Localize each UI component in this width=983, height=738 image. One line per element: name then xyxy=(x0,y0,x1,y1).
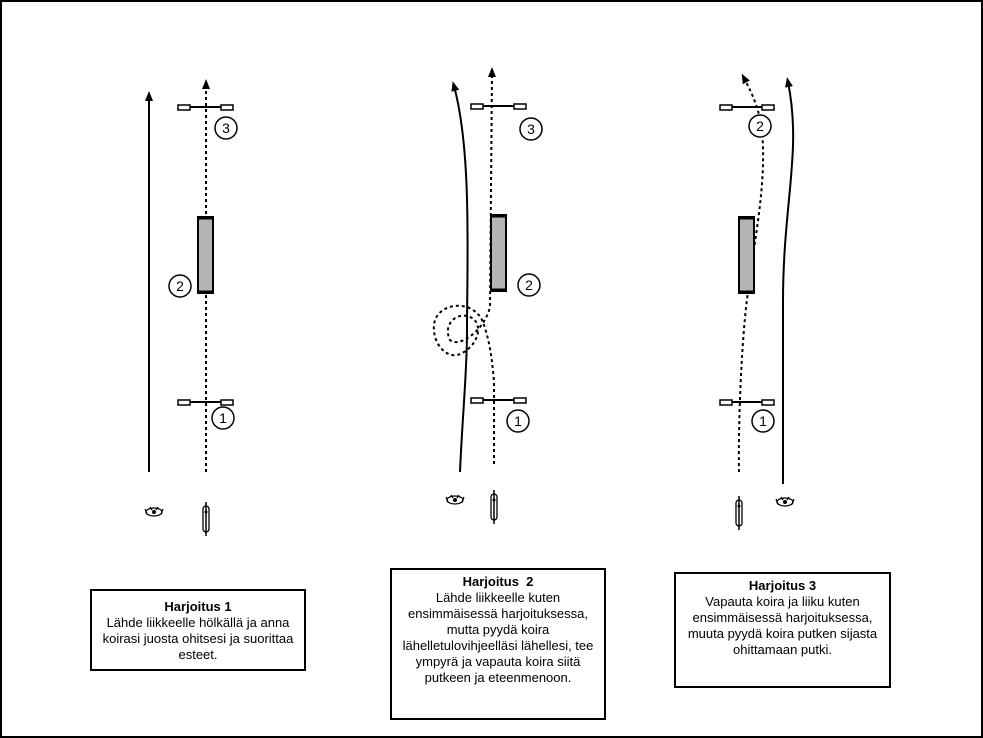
jump-icon xyxy=(177,399,234,406)
marker-2: 2 xyxy=(168,274,192,298)
exercise-1-caption: Harjoitus 1 Lähde liikkeelle hölkällä ja… xyxy=(90,589,306,671)
handler-path-3 xyxy=(782,77,795,484)
handler-icon xyxy=(490,490,498,524)
handler-path-2 xyxy=(451,81,469,473)
tunnel-icon xyxy=(490,214,507,292)
dog-icon xyxy=(445,494,465,505)
svg-text:3: 3 xyxy=(527,121,535,137)
exercise-3-caption: Harjoitus 3 Vapauta koira ja liiku kuten… xyxy=(674,572,891,688)
exercise-1-description: Lähde liikkeelle hölkällä ja anna koiras… xyxy=(102,615,294,662)
exercise-2-diagram: 3 2 1 xyxy=(432,67,543,524)
marker-2: 2 xyxy=(517,273,541,297)
marker-1: 1 xyxy=(751,409,775,433)
tunnel-icon xyxy=(738,216,755,294)
svg-text:2: 2 xyxy=(525,277,533,293)
exercise-1-diagram: 3 2 1 xyxy=(144,79,238,536)
svg-text:1: 1 xyxy=(514,413,522,429)
marker-1: 1 xyxy=(506,409,530,433)
svg-text:2: 2 xyxy=(176,278,184,294)
svg-text:1: 1 xyxy=(759,413,767,429)
marker-3: 3 xyxy=(214,116,238,140)
svg-text:3: 3 xyxy=(222,120,230,136)
exercise-3-description: Vapauta koira ja liiku kuten ensimmäises… xyxy=(687,594,878,657)
jump-icon xyxy=(719,399,775,406)
jump-icon xyxy=(177,104,234,111)
exercise-3-title: Harjoitus 3 xyxy=(748,578,817,593)
exercise-2-description: Lähde liikkeelle kuten ensimmäisessä har… xyxy=(402,590,594,685)
dog-path-2 xyxy=(432,67,496,464)
exercise-2-title: Harjoitus 2 xyxy=(462,574,534,589)
exercise-1-title: Harjoitus 1 xyxy=(164,599,232,614)
marker-1: 1 xyxy=(211,406,235,430)
exercise-2-caption: Harjoitus 2 Lähde liikkeelle kuten ensim… xyxy=(390,568,606,720)
svg-text:2: 2 xyxy=(756,118,764,134)
svg-text:1: 1 xyxy=(219,410,227,426)
jump-icon xyxy=(470,103,527,110)
dog-icon xyxy=(144,506,164,517)
marker-2: 2 xyxy=(748,114,772,138)
handler-icon xyxy=(202,502,210,536)
handler-icon xyxy=(735,496,743,530)
jump-icon xyxy=(719,104,775,111)
tunnel-icon xyxy=(197,216,214,294)
jump-icon xyxy=(470,397,527,404)
marker-3: 3 xyxy=(519,117,543,141)
dog-icon xyxy=(775,496,795,507)
exercise-3-diagram: 2 1 xyxy=(719,73,795,530)
